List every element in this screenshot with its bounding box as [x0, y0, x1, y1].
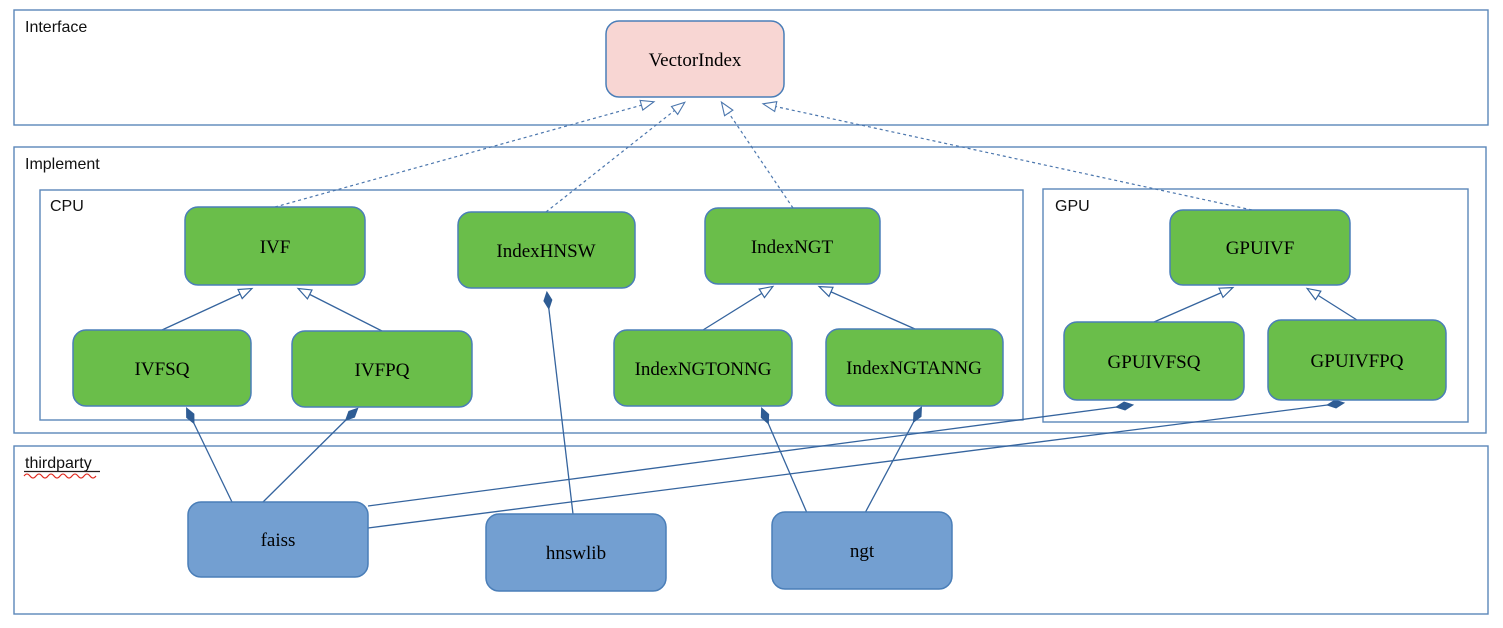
edge-realizes-ivf-vectorindex — [274, 99, 656, 208]
node-ngt-label: ngt — [850, 541, 875, 562]
container-gpu-label: GPU — [1055, 198, 1090, 215]
edge-inherits-gpuivfsq-gpuivf — [1153, 286, 1235, 323]
edge-realizes-indexhnsw-vectorindex — [545, 101, 686, 213]
node-hnswlib-label: hnswlib — [546, 543, 606, 564]
container-implement: Implement — [13, 146, 1487, 434]
container-interface-label: Interface — [25, 19, 87, 36]
edge-composes-ngt-indexngtonng — [762, 409, 808, 514]
node-ngt-box[interactable] — [771, 511, 953, 590]
edge-realizes-gpuivf-vectorindex — [761, 100, 1253, 211]
node-faiss-label: faiss — [261, 530, 296, 551]
node-indexngtanng-label: IndexNGTANNG — [846, 358, 982, 379]
node-gpuivf[interactable]: GPUIVF — [1169, 209, 1351, 286]
node-ivfpq-label: IVFPQ — [355, 360, 410, 381]
container-cpu-frame — [39, 189, 1024, 421]
edge-inherits-gpuivfpq-gpuivf — [1305, 287, 1358, 321]
node-vectorindex-label: VectorIndex — [649, 50, 742, 71]
edge-composes-faiss-ivfpq — [262, 409, 357, 503]
container-cpu-label: CPU — [50, 198, 84, 215]
node-indexngt-label: IndexNGT — [751, 237, 834, 258]
node-hnswlib-box[interactable] — [485, 513, 667, 592]
node-ivfsq-label: IVFSQ — [135, 359, 190, 380]
container-thirdparty-label: thirdparty — [25, 455, 92, 472]
node-ngt[interactable]: ngt — [771, 511, 953, 590]
node-indexngtonng-box[interactable] — [613, 329, 793, 407]
node-gpuivfpq[interactable]: GPUIVFPQ — [1267, 319, 1447, 401]
node-gpuivfsq-label: GPUIVFSQ — [1108, 352, 1201, 373]
edge-composes-faiss-ivfsq — [187, 409, 233, 503]
edge-composes-hnswlib-indexhnsw — [547, 293, 574, 515]
node-faiss[interactable]: faiss — [187, 501, 369, 578]
node-ivfpq-box[interactable] — [291, 330, 473, 408]
node-gpuivf-box[interactable] — [1169, 209, 1351, 286]
node-indexngt[interactable]: IndexNGT — [704, 207, 881, 285]
container-implement-frame — [13, 146, 1487, 434]
node-ivf-label: IVF — [260, 237, 291, 258]
node-hnswlib[interactable]: hnswlib — [485, 513, 667, 592]
spellcheck-wavy-underline-icon — [23, 473, 97, 479]
node-gpuivfpq-box[interactable] — [1267, 319, 1447, 401]
node-ivf-box[interactable] — [184, 206, 366, 286]
container-thirdparty: thirdparty — [13, 445, 1489, 615]
node-faiss-box[interactable] — [187, 501, 369, 578]
node-ivfsq[interactable]: IVFSQ — [72, 329, 252, 407]
container-gpu: GPU — [1042, 188, 1469, 423]
container-gpu-frame — [1042, 188, 1469, 423]
edge-composes-faiss-gpuivfsq — [367, 405, 1132, 507]
node-indexngtanng[interactable]: IndexNGTANNG — [825, 328, 1004, 407]
node-vectorindex-box[interactable] — [605, 20, 785, 98]
container-thirdparty-frame — [13, 445, 1489, 615]
node-indexhnsw[interactable]: IndexHNSW — [457, 211, 636, 289]
edge-composes-ngt-indexngtanng — [864, 408, 921, 514]
node-indexngtonng[interactable]: IndexNGTONNG — [613, 329, 793, 407]
node-gpuivf-label: GPUIVF — [1226, 238, 1295, 259]
node-ivfsq-box[interactable] — [72, 329, 252, 407]
edge-inherits-indexngtanng-indexngt — [817, 285, 916, 330]
container-cpu: CPU — [39, 189, 1024, 421]
container-interface: Interface — [13, 9, 1489, 126]
container-interface-frame — [13, 9, 1489, 126]
edge-realizes-indexngt-vectorindex — [720, 100, 794, 209]
node-ivfpq[interactable]: IVFPQ — [291, 330, 473, 408]
node-gpuivfsq[interactable]: GPUIVFSQ — [1063, 321, 1245, 401]
node-gpuivfpq-label: GPUIVFPQ — [1311, 351, 1404, 372]
node-ivf[interactable]: IVF — [184, 206, 366, 286]
node-indexngtonng-label: IndexNGTONNG — [635, 359, 772, 380]
node-vectorindex[interactable]: VectorIndex — [605, 20, 785, 98]
node-indexhnsw-label: IndexHNSW — [496, 241, 595, 262]
node-indexngt-box[interactable] — [704, 207, 881, 285]
node-indexngtanng-box[interactable] — [825, 328, 1004, 407]
node-indexhnsw-box[interactable] — [457, 211, 636, 289]
edge-inherits-ivfsq-ivf — [161, 287, 254, 331]
edge-composes-faiss-gpuivfpq — [367, 403, 1343, 529]
edge-inherits-indexngtonng-indexngt — [702, 285, 775, 331]
node-gpuivfsq-box[interactable] — [1063, 321, 1245, 401]
container-implement-label: Implement — [25, 156, 100, 173]
edge-inherits-ivfpq-ivf — [296, 287, 383, 332]
